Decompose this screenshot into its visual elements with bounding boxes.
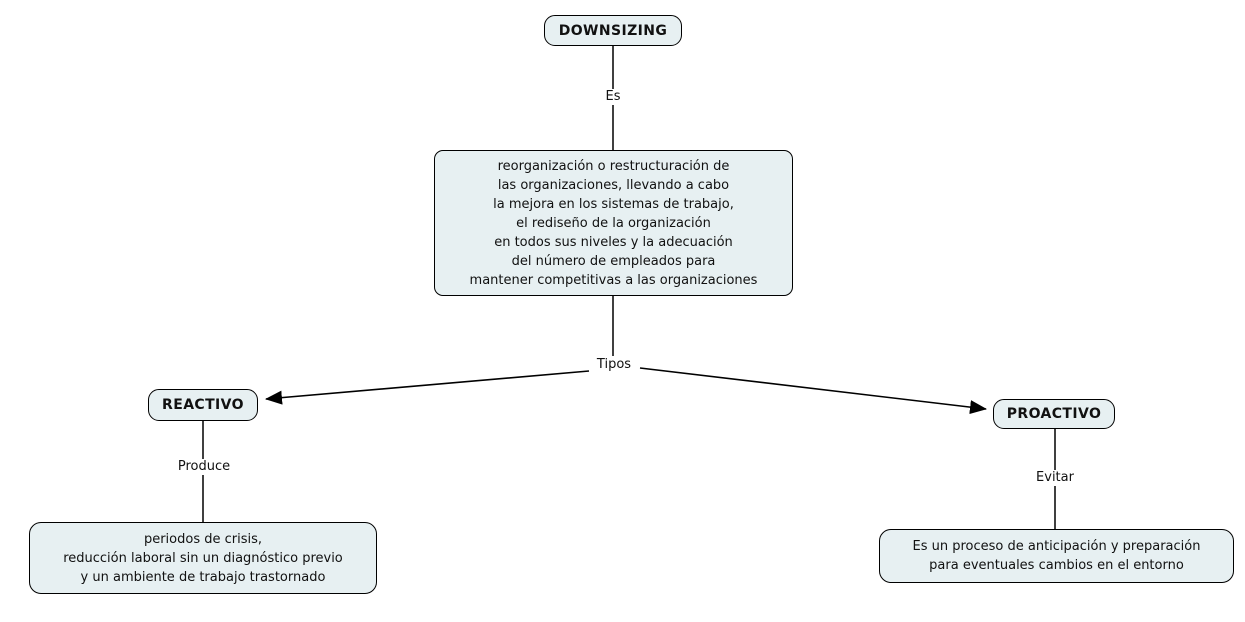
concept-label-proactivo: PROACTIVO <box>1006 406 1102 422</box>
arrow-tipos-reactivo <box>265 370 590 405</box>
concept-node-reactive-outcome[interactable]: periodos de crisis, reducción laboral si… <box>29 522 377 594</box>
concept-label-proactive-outcome: Es un proceso de anticipación y preparac… <box>912 539 1201 573</box>
concept-node-proactive-outcome[interactable]: Es un proceso de anticipación y preparac… <box>879 529 1234 583</box>
linking-phrase-produce[interactable]: Produce <box>172 459 236 475</box>
concept-node-reactivo[interactable]: REACTIVO <box>148 389 258 421</box>
linking-phrase-label-evitar: Evitar <box>1036 470 1074 485</box>
concept-label-reactivo: REACTIVO <box>162 397 244 413</box>
linking-phrase-tipos[interactable]: Tipos <box>591 357 637 373</box>
concept-node-definition[interactable]: reorganización o restructuración de las … <box>434 150 793 296</box>
arrow-tipos-proactivo <box>639 367 987 415</box>
linking-phrase-es[interactable]: Es <box>600 89 626 105</box>
concept-node-downsizing[interactable]: DOWNSIZING <box>544 15 682 46</box>
concept-node-proactivo[interactable]: PROACTIVO <box>993 399 1115 429</box>
linking-phrase-evitar[interactable]: Evitar <box>1031 470 1079 486</box>
linking-phrase-label-tipos: Tipos <box>596 357 632 372</box>
linking-phrase-label-produce: Produce <box>177 459 231 474</box>
concept-label-reactive-outcome: periodos de crisis, reducción laboral si… <box>63 531 343 585</box>
concept-label-definition: reorganización o restructuración de las … <box>469 158 758 288</box>
concept-label-downsizing: DOWNSIZING <box>558 22 668 39</box>
linking-phrase-label-es: Es <box>605 89 621 104</box>
